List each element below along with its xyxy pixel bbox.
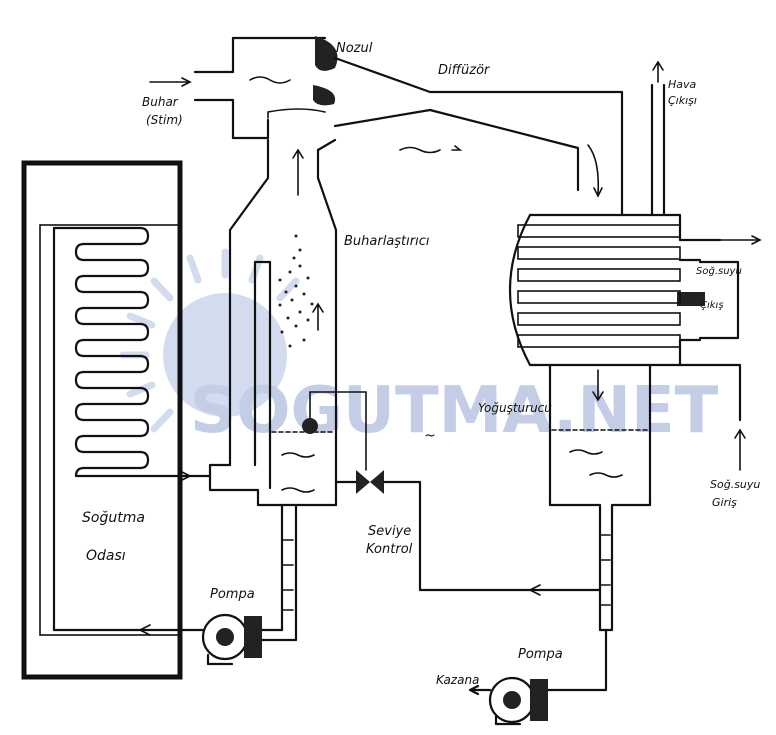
steam-in-arrow bbox=[149, 77, 192, 87]
evaporator: Buharlaştırıcı bbox=[208, 138, 430, 632]
spray-droplets bbox=[278, 234, 314, 348]
steam-nozzle-assembly: Nozul Buhar (Stim) bbox=[142, 36, 373, 140]
evaporator-label: Buharlaştırıcı bbox=[344, 234, 430, 249]
pump-left: Pompa bbox=[52, 587, 298, 666]
cooling-water-in-arrow bbox=[734, 428, 746, 471]
float-ball-icon bbox=[302, 418, 318, 434]
watermark-text: SOGUTMA.NET bbox=[190, 374, 719, 448]
condenser-tubes bbox=[517, 224, 681, 348]
air-out-label-line2: Çıkışı bbox=[668, 94, 697, 107]
cooling-coil bbox=[52, 226, 212, 632]
diffuser-label: Diffüzör bbox=[438, 63, 491, 78]
nozzle-label: Nozul bbox=[336, 41, 373, 56]
diffuser-down-arrow bbox=[587, 144, 603, 198]
nozzle-upper-icon bbox=[315, 36, 338, 71]
tilde-mark: ~ bbox=[424, 428, 436, 444]
cooling-water-out-label-line2: Çıkış bbox=[700, 300, 724, 311]
air-outlet: Hava Çıkışı bbox=[650, 60, 697, 217]
level-control-label-line1: Seviye bbox=[368, 524, 411, 539]
cooling-room-label-line1: Soğutma bbox=[82, 510, 145, 526]
valve-left-icon bbox=[356, 470, 370, 494]
cooling-water-out-label-line1: Soğ.suyu bbox=[696, 266, 742, 277]
pump-left-motor-icon bbox=[244, 616, 262, 658]
return-flow-arrow bbox=[529, 584, 541, 596]
cooling-water-in-label-line1: Soğ.suyu bbox=[710, 478, 760, 491]
pump-right-label: Pompa bbox=[518, 647, 563, 662]
cooling-room-inner-frame bbox=[39, 224, 181, 636]
coil-outlet-arrow bbox=[179, 470, 191, 482]
valve-right-icon bbox=[370, 470, 384, 494]
pump-right-flow-arrow bbox=[468, 684, 492, 696]
air-out-arrow bbox=[652, 60, 664, 83]
nozzle-lower-icon bbox=[313, 85, 336, 106]
evaporator-up-arrow bbox=[292, 148, 304, 196]
cooling-water-out-nozzle-icon bbox=[677, 292, 705, 306]
diffuser: Diffüzör bbox=[333, 56, 624, 217]
level-control-valve: Seviye Kontrol bbox=[334, 470, 602, 596]
cooling-water-out-arrow bbox=[719, 235, 762, 245]
boiler-label: Kazana bbox=[436, 673, 479, 687]
cooling-room: Soğutma Odası bbox=[21, 160, 212, 680]
evaporator-up-arrow-2 bbox=[312, 302, 324, 331]
steam-flow-squiggle bbox=[249, 76, 291, 84]
pump-right: Pompa Kazana bbox=[436, 628, 608, 726]
air-out-label-line1: Hava bbox=[668, 78, 697, 91]
watermark-logo: SOGUTMA.NET bbox=[119, 248, 719, 448]
steam-in-label-line1: Buhar bbox=[142, 95, 179, 109]
condenser: Yoğuşturucu Soğ.suyu Çıkış Soğ.suyu Giri… bbox=[478, 213, 762, 632]
pump-left-flow-arrow bbox=[139, 624, 151, 636]
steam-in-label-line2: (Stim) bbox=[146, 113, 183, 127]
pump-right-motor-icon bbox=[530, 679, 548, 721]
diffuser-flow-arrow bbox=[399, 145, 463, 154]
level-control-label-line2: Kontrol bbox=[366, 542, 413, 557]
condensate-down-arrow bbox=[592, 369, 604, 402]
condenser-label: Yoğuşturucu bbox=[478, 401, 552, 415]
cooling-room-label-line2: Odası bbox=[86, 548, 126, 564]
pump-left-label: Pompa bbox=[210, 587, 255, 602]
cooling-water-in-label-line2: Giriş bbox=[712, 496, 737, 509]
